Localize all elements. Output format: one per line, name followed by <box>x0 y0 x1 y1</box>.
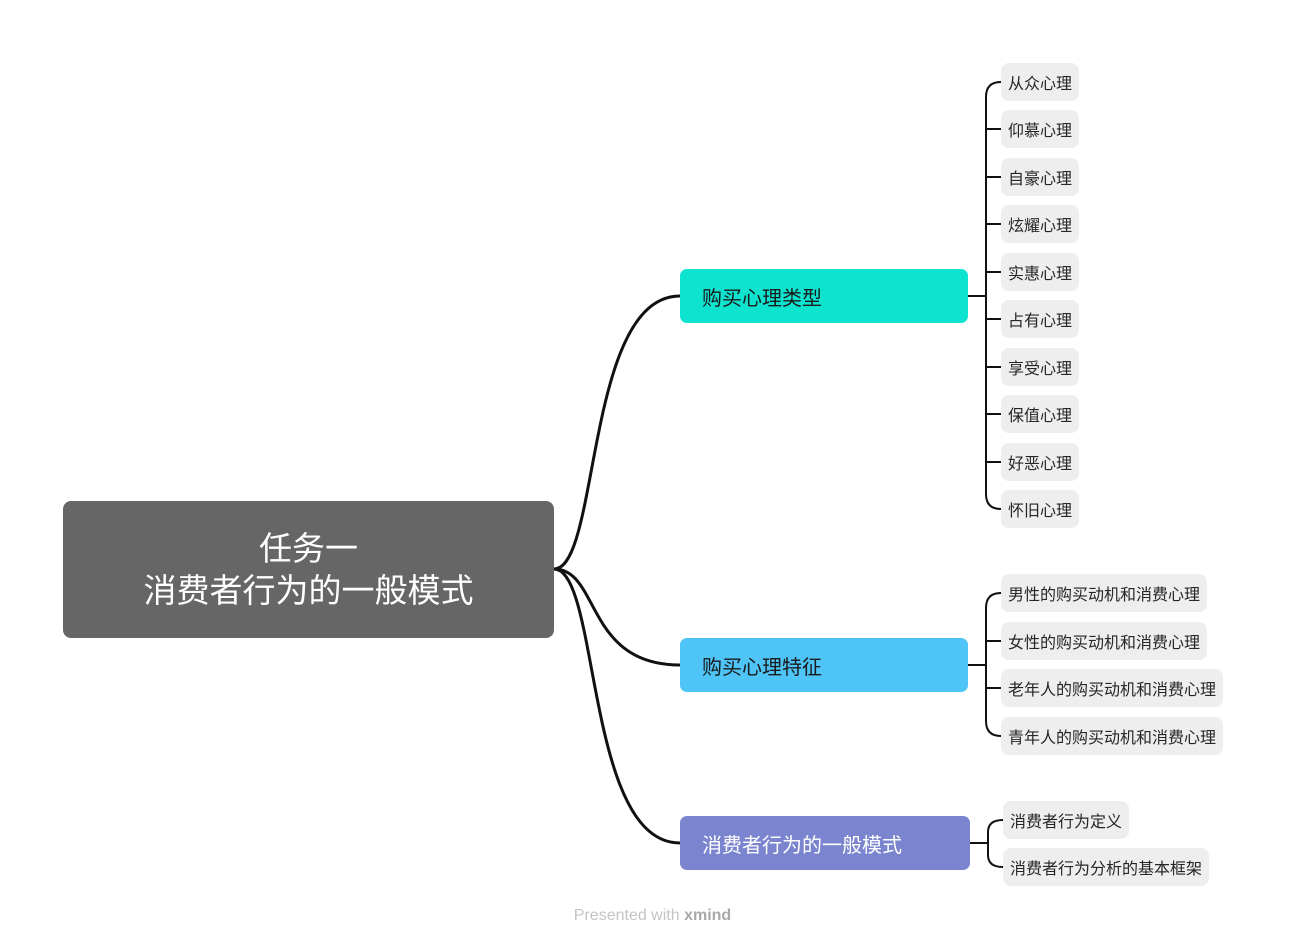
bracket-branch-3 <box>969 819 1004 868</box>
subtopic-2-2[interactable]: 女性的购买动机和消费心理 <box>1001 622 1208 660</box>
subtopic-1-2[interactable]: 仰慕心理 <box>1001 110 1080 148</box>
subtopic-3-1[interactable]: 消费者行为定义 <box>1003 801 1130 839</box>
main-topic-purchase-psychology-types[interactable]: 购买心理类型 <box>680 269 968 323</box>
link-central-branch-3 <box>552 567 682 845</box>
subtopic-1-1[interactable]: 从众心理 <box>1001 63 1080 101</box>
subtopic-2-4[interactable]: 青年人的购买动机和消费心理 <box>1001 717 1224 755</box>
link-central-branch-1 <box>552 294 682 571</box>
main-topic-consumer-behavior-model[interactable]: 消费者行为的一般模式 <box>680 816 970 870</box>
bracket-branch-1 <box>967 81 1002 510</box>
subtopic-1-5[interactable]: 实惠心理 <box>1001 253 1080 291</box>
footer-prefix: Presented with <box>573 907 685 924</box>
central-topic-line-1: 任务一 <box>259 528 358 568</box>
subtopic-1-9[interactable]: 好恶心理 <box>1001 443 1080 481</box>
subtopic-1-4[interactable]: 炫耀心理 <box>1001 205 1080 243</box>
main-topic-purchase-psychology-traits[interactable]: 购买心理特征 <box>680 638 968 692</box>
subtopic-1-6[interactable]: 占有心理 <box>1001 300 1080 338</box>
subtopic-2-3[interactable]: 老年人的购买动机和消费心理 <box>1001 669 1224 707</box>
subtopic-2-1[interactable]: 男性的购买动机和消费心理 <box>1001 574 1208 612</box>
subtopic-1-10[interactable]: 怀旧心理 <box>1001 490 1080 528</box>
subtopic-1-7[interactable]: 享受心理 <box>1001 348 1080 386</box>
footer-credit: Presented with xmind <box>0 907 1305 925</box>
xmind-logo: xmind <box>684 907 732 924</box>
central-topic[interactable]: 任务一 消费者行为的一般模式 <box>63 501 554 638</box>
link-central-branch-2 <box>552 567 682 667</box>
subtopic-1-8[interactable]: 保值心理 <box>1001 395 1080 433</box>
bracket-branch-2 <box>967 592 1002 737</box>
subtopic-1-3[interactable]: 自豪心理 <box>1001 158 1080 196</box>
central-topic-line-2: 消费者行为的一般模式 <box>143 570 474 610</box>
subtopic-3-2[interactable]: 消费者行为分析的基本框架 <box>1003 848 1210 886</box>
